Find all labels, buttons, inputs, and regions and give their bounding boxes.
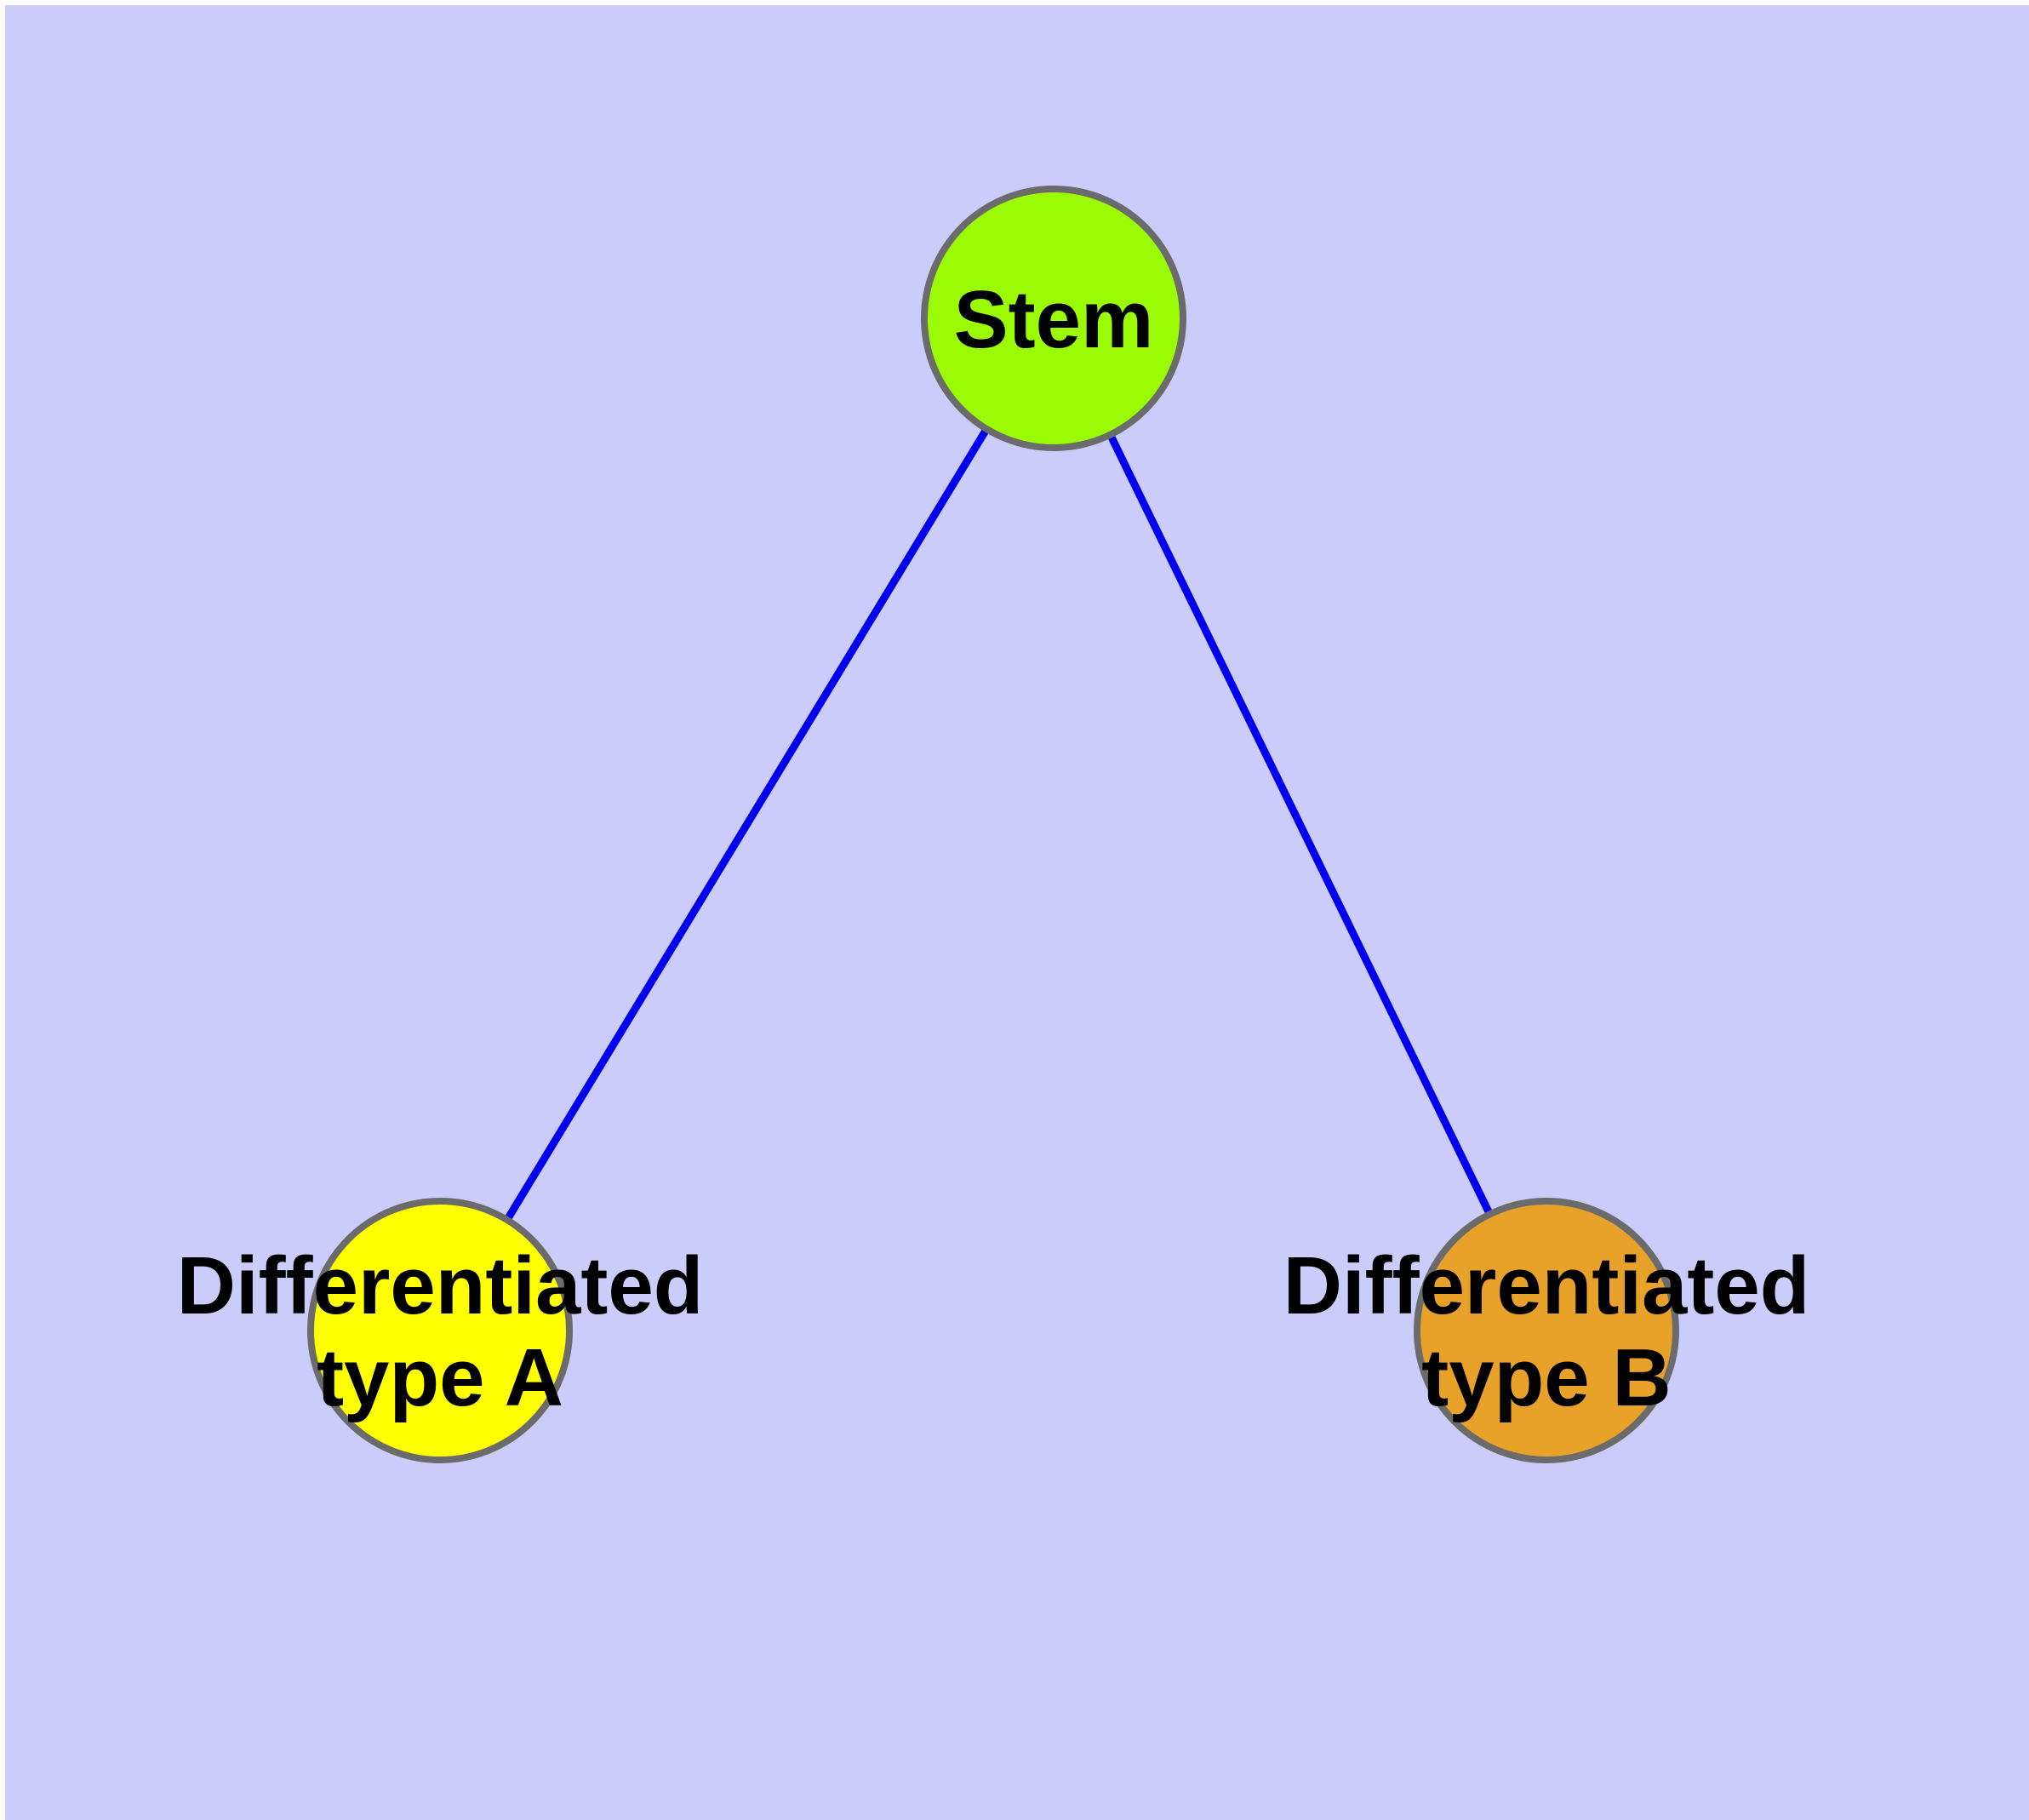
graph-edge-stem-to-a[interactable] bbox=[437, 316, 1057, 1333]
node-circle-stem[interactable] bbox=[921, 186, 1186, 451]
node-label-line: type B bbox=[1421, 1332, 1671, 1423]
node-label-line: type A bbox=[317, 1332, 563, 1423]
graph-node-stem[interactable]: Stem bbox=[921, 186, 1186, 451]
node-label-line: Differentiated bbox=[177, 1240, 704, 1331]
node-circle-diff_b[interactable] bbox=[1414, 1198, 1679, 1463]
node-label-line: Stem bbox=[954, 274, 1154, 365]
edges-group bbox=[437, 316, 1551, 1333]
graph-edge-stem-to-b[interactable] bbox=[1049, 317, 1551, 1332]
node-circle-diff_a[interactable] bbox=[307, 1198, 573, 1463]
node-label-stem: Stem bbox=[954, 274, 1154, 365]
node-label-line: Differentiated bbox=[1283, 1240, 1810, 1331]
